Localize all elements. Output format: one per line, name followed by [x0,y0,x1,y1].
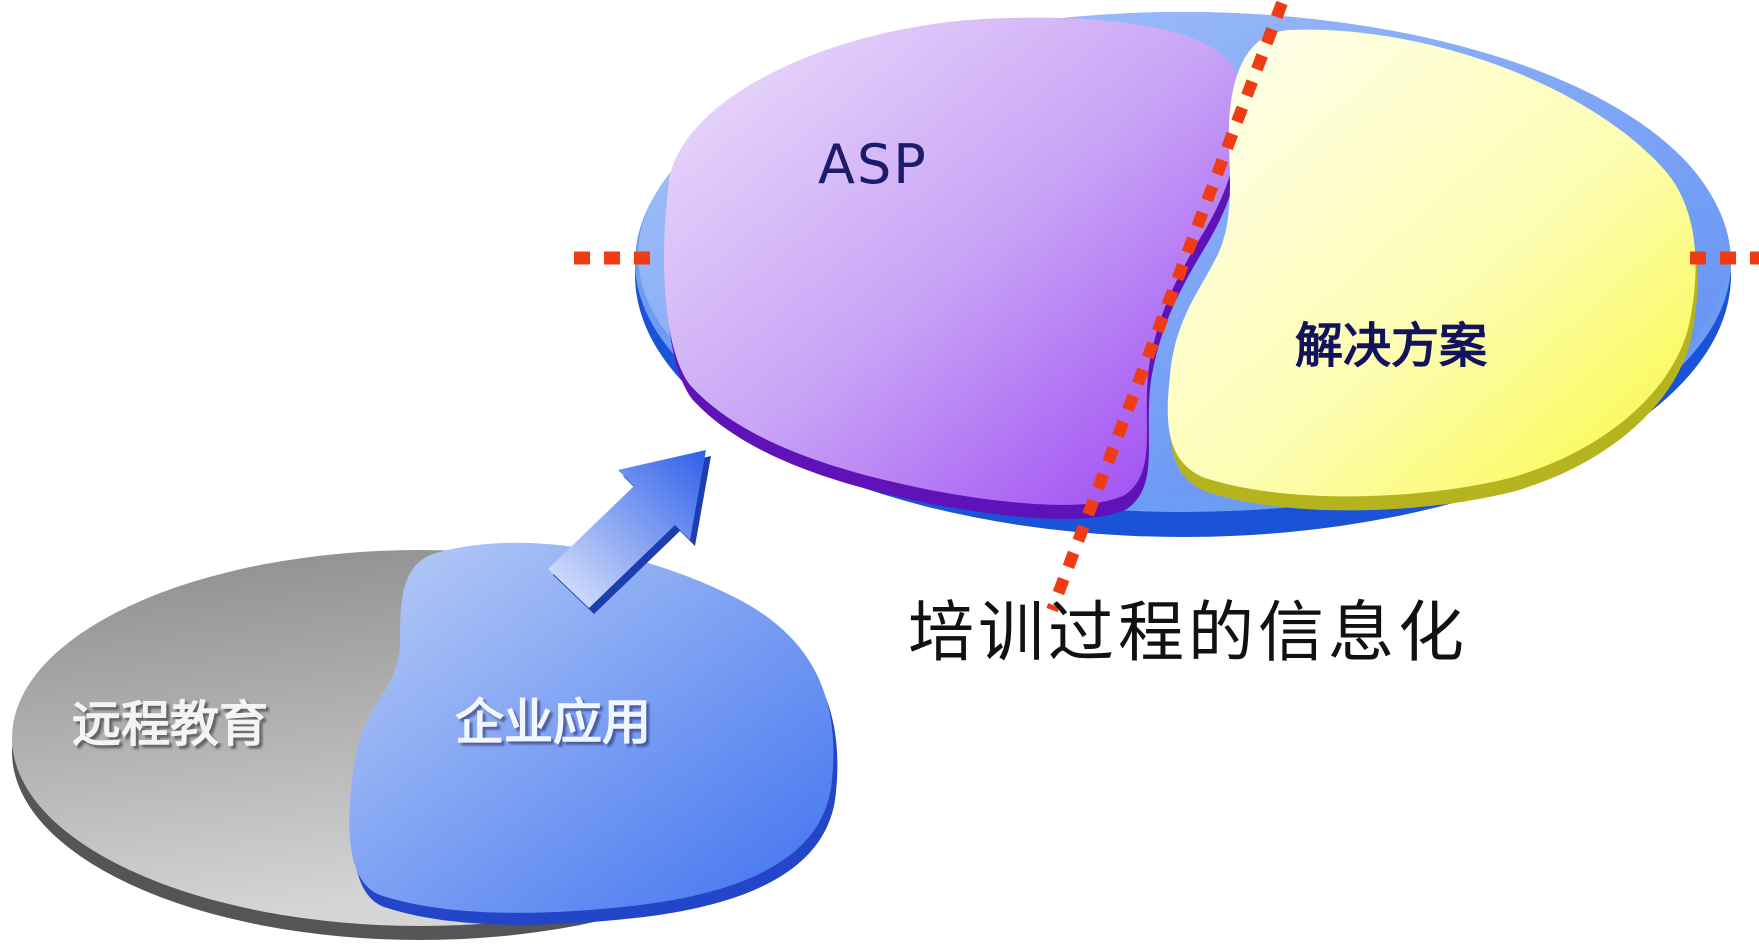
diagonal-dotted-line [1046,0,1288,613]
asp-label: ASP [818,133,928,196]
solution-region [1167,29,1698,511]
diagram-caption: 培训过程的信息化 [908,594,1468,671]
distance-education-label: 远程教育 [72,696,269,753]
enterprise-application-label: 企业应用 [455,694,652,751]
asp-region [664,17,1243,519]
solution-label: 解决方案 [1295,318,1488,374]
dotted-divider-lines [574,0,1759,613]
upward-arrow [548,450,711,614]
enterprise-application-region [349,542,838,925]
